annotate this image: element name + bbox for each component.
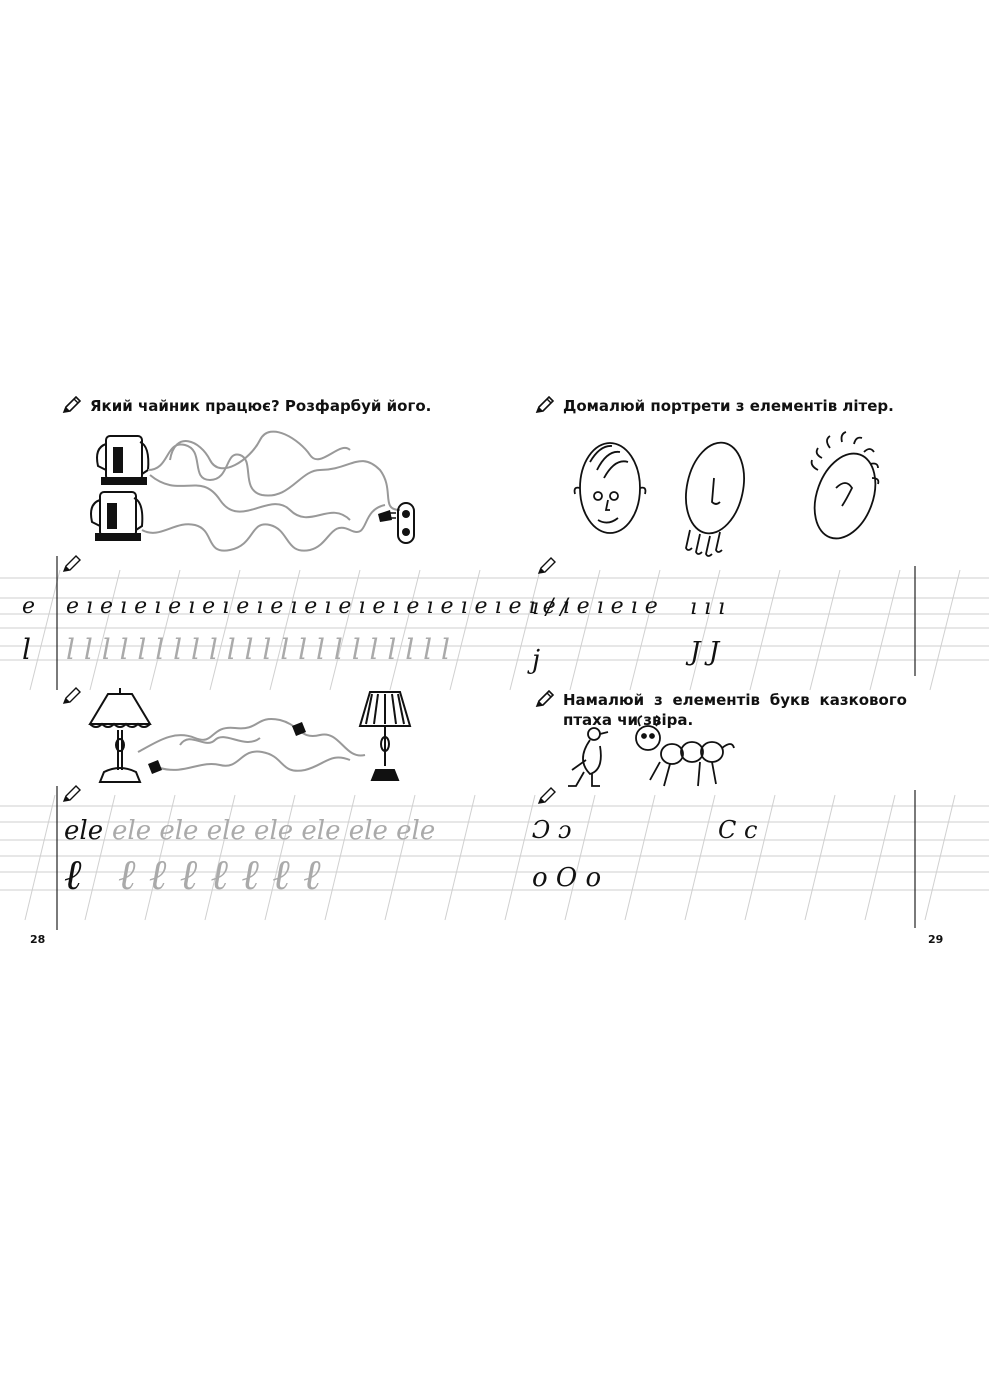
right-row-4: o O o bbox=[532, 863, 601, 893]
row1-practice-text: e ı e ı e ı e ı e ı e ı e ı e ı e ı e ı … bbox=[66, 594, 658, 619]
left-row-4: ℓ ℓ ℓ ℓ ℓ ℓ ℓ ℓ bbox=[64, 850, 321, 899]
pencil-icon bbox=[62, 555, 81, 572]
margin-lines bbox=[56, 556, 916, 930]
right-row4-text: o O o bbox=[532, 863, 601, 893]
right-row3-text: Ɔ ɔ bbox=[532, 816, 571, 844]
left-instruction-1-text: Який чайник працює? Розфарбуй його. bbox=[90, 397, 432, 415]
left-row-2: l l l l l l l l l l l l l l l l l l l l … bbox=[22, 633, 450, 666]
pencil-icon bbox=[62, 396, 82, 414]
lamp-cords bbox=[137, 718, 366, 772]
kettle-icon bbox=[96, 435, 150, 485]
plug-icon bbox=[378, 510, 396, 522]
page-number-right: 29 bbox=[928, 933, 944, 946]
tangled-cords bbox=[141, 430, 401, 552]
row4-practice-text: ℓ ℓ ℓ ℓ ℓ ℓ ℓ bbox=[118, 850, 321, 899]
right-row1-text: ı / / bbox=[532, 595, 570, 620]
ruled-lines-bottom bbox=[0, 805, 989, 891]
row2-model-letter: l bbox=[22, 633, 31, 666]
pencil-icon bbox=[537, 787, 556, 804]
right-instruction-1: Домалюй портрети з елементів літер. bbox=[535, 396, 894, 416]
creature-drawing bbox=[635, 715, 735, 787]
bird-drawing bbox=[568, 727, 609, 787]
slant-guides-bottom bbox=[24, 794, 956, 921]
plug-icon bbox=[148, 760, 162, 774]
right-row3-right: C c bbox=[718, 816, 757, 844]
pencil-icon bbox=[62, 785, 81, 802]
face-portrait bbox=[685, 441, 745, 557]
right-row1-right: ı ı ı bbox=[690, 595, 725, 620]
row3-model-letter: ele bbox=[64, 816, 103, 846]
left-instruction-1: Який чайник працює? Розфарбуй його. bbox=[62, 396, 431, 416]
pencil-icon bbox=[535, 690, 555, 708]
face-portrait bbox=[573, 442, 647, 534]
left-row-1: e e ı e ı e ı e ı e ı e ı e ı e ı e ı e … bbox=[22, 594, 658, 619]
slant-guides-top bbox=[29, 569, 961, 691]
pencil-icon bbox=[535, 396, 555, 414]
right-instruction-2-text: Намалюй з елементів букв казкового птаха… bbox=[563, 691, 907, 729]
kettle-icon bbox=[90, 491, 144, 541]
row1-model-letter: e bbox=[22, 594, 35, 619]
row4-model-letter: ℓ bbox=[64, 850, 82, 899]
row2-practice-text: l l l l l l l l l l l l l l l l l l l l … bbox=[66, 633, 450, 666]
socket-icon bbox=[397, 502, 415, 544]
pencil-icon bbox=[537, 557, 556, 574]
right-row2-right: J J bbox=[685, 637, 721, 667]
row3-practice-text: ele ele ele ele ele ele ele bbox=[112, 816, 435, 846]
table-lamp-icon bbox=[88, 688, 152, 783]
pencil-icon bbox=[62, 687, 81, 704]
plug-icon bbox=[292, 722, 306, 736]
right-instruction-2: Намалюй з елементів букв казкового птаха… bbox=[535, 690, 907, 730]
right-row-3: Ɔ ɔ C c bbox=[532, 816, 757, 844]
right-instruction-1-text: Домалюй портрети з елементів літер. bbox=[563, 397, 894, 415]
left-row-3: ele ele ele ele ele ele ele ele bbox=[64, 816, 435, 846]
face-portrait bbox=[810, 431, 880, 540]
ruled-lines-top bbox=[0, 577, 989, 661]
floor-lamp-icon bbox=[358, 691, 412, 781]
right-row-2: j J J bbox=[527, 637, 721, 675]
right-row-1: ı / / ı ı ı bbox=[532, 595, 725, 620]
page-number-left: 28 bbox=[30, 933, 46, 946]
